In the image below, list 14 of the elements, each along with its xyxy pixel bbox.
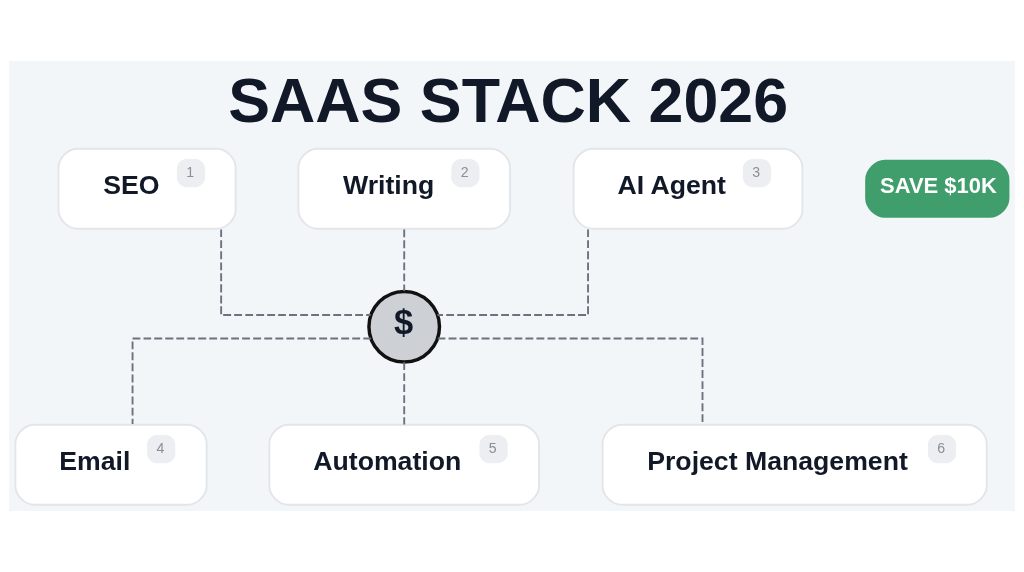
node-box: Project Management 6 xyxy=(601,423,988,506)
connector xyxy=(220,228,372,316)
node-box: Automation 5 xyxy=(268,423,540,506)
node-box: Email 4 xyxy=(14,423,208,506)
node-box: Writing 2 xyxy=(297,147,511,230)
connector xyxy=(403,361,406,426)
node-circle: $ xyxy=(367,289,442,364)
node-box: SEO 1 xyxy=(57,147,237,230)
node-box: SAVE $10K xyxy=(865,159,1010,218)
connector xyxy=(403,228,406,292)
node-box: AI Agent 3 xyxy=(572,147,804,230)
diagram-title: SAAS STACK 2026 xyxy=(228,65,789,136)
connector xyxy=(436,228,589,316)
connector xyxy=(131,337,372,426)
